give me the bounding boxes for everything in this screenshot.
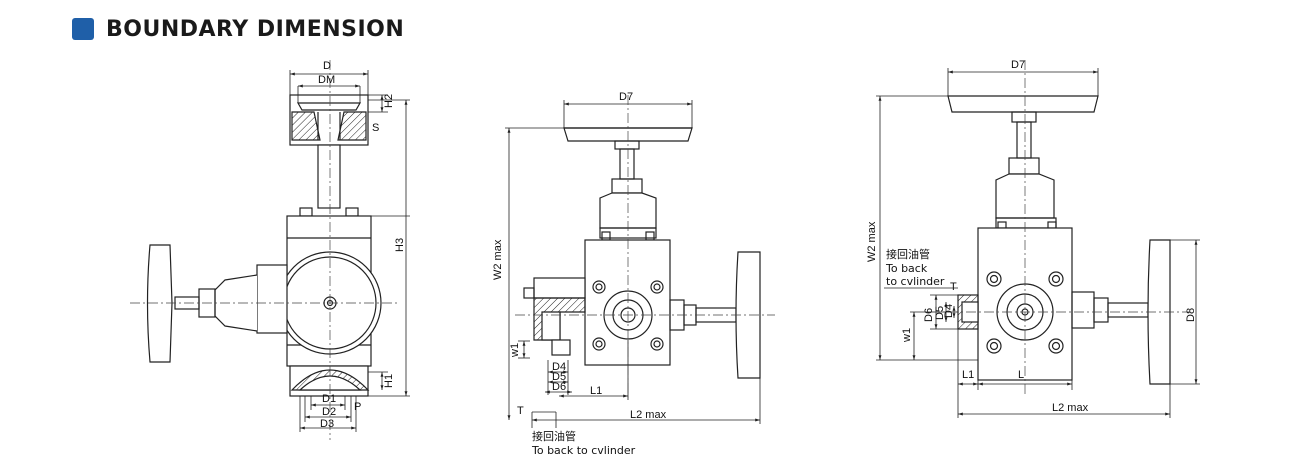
dim-d7: D7 — [619, 91, 633, 103]
dim-w2-max: W2 max — [866, 221, 878, 262]
section-title: BOUNDARY DIMENSION — [106, 16, 405, 42]
dim-d7: D7 — [1011, 59, 1025, 71]
dim-w1: w1 — [509, 343, 521, 358]
dim-l2-max: L2 max — [1052, 402, 1089, 414]
section-marker-icon — [72, 18, 94, 40]
dim-l1: L1 — [590, 385, 602, 397]
dim-d: D — [323, 60, 331, 72]
dim-l: L — [1018, 369, 1024, 381]
dim-dm: DM — [318, 74, 335, 86]
dim-h2: H2 — [383, 94, 395, 108]
view-2-labels: D7 W2 max w1 D4 D5 D6 L1 L2 max T 接回油管 T… — [492, 91, 667, 457]
dim-d3: D3 — [320, 418, 334, 430]
dim-h3: H3 — [394, 238, 406, 252]
dim-w1: w1 — [901, 328, 913, 343]
dim-d5: D5 — [934, 306, 946, 320]
dim-t: T — [517, 405, 524, 417]
dim-l2-max: L2 max — [630, 409, 667, 421]
dim-l1: L1 — [962, 369, 974, 381]
dim-d2: D2 — [322, 406, 336, 418]
section-header: BOUNDARY DIMENSION — [72, 14, 404, 44]
dim-w2-max: W2 max — [492, 239, 504, 280]
note-en-1: To back — [885, 262, 928, 275]
dim-h1: H1 — [383, 374, 395, 388]
note-cn: 接回油管 — [886, 247, 930, 261]
note-en-2: to cvlinder — [886, 275, 945, 288]
dim-s: S — [372, 122, 379, 134]
dim-d6: D6 — [552, 381, 566, 393]
view-3-side-view — [947, 95, 1171, 385]
view-3-labels: D7 W2 max 接回油管 To back to cvlinder T D6 … — [866, 59, 1197, 414]
note-en: To back to cvlinder — [531, 444, 636, 457]
dim-d4: D4 — [552, 361, 566, 373]
dim-d4: D4 — [943, 304, 955, 318]
view-1-labels: D DM H2 S H3 H1 D1 P D2 D3 — [318, 60, 406, 430]
dim-d6: D6 — [923, 308, 935, 322]
dim-d5: D5 — [552, 371, 566, 383]
note-cn: 接回油管 — [532, 429, 576, 443]
dim-p: P — [354, 401, 361, 413]
view-1-front-section — [146, 94, 382, 397]
dim-d1: D1 — [322, 393, 336, 405]
dim-t: T — [950, 281, 957, 293]
dim-d8: D8 — [1185, 308, 1197, 322]
view-2-side-section — [523, 127, 761, 379]
